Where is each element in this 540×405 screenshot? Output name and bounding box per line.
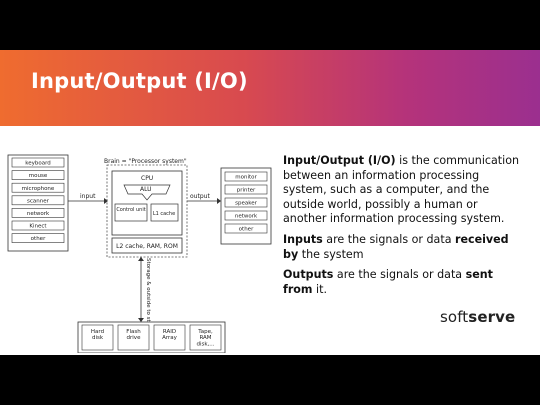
slide: Input/Output (I/O) keyboard mouse micropho… <box>0 50 540 355</box>
input-device-label: scanner <box>27 198 50 204</box>
output-device-label: monitor <box>235 175 257 181</box>
brain-label: Brain = "Processor system" <box>104 158 187 165</box>
control-unit-label: Control unit <box>116 207 145 213</box>
storage-device-box <box>117 324 150 351</box>
output-device-label: network <box>235 214 258 220</box>
cpu-label: CPU <box>141 175 153 182</box>
alu-shape <box>123 184 171 201</box>
description: Input/Output (I/O) is the communication … <box>283 154 523 303</box>
input-device-box <box>11 233 65 243</box>
storage-device-box <box>153 324 186 351</box>
brain-box <box>106 164 188 258</box>
softserve-logo: softserve <box>440 308 516 326</box>
input-device-label: Kinect <box>29 224 47 230</box>
control-unit-box <box>114 203 148 222</box>
slide-title: Input/Output (I/O) <box>31 69 248 93</box>
io-definition: Input/Output (I/O) is the communication … <box>283 154 520 226</box>
outputs-definition: Outputs are the signals or data sent fro… <box>283 268 493 296</box>
input-device-box <box>11 208 65 218</box>
input-device-box <box>11 157 65 168</box>
cpu-box <box>111 170 183 236</box>
memory-label: L2 cache, RAM, ROM <box>116 243 178 250</box>
output-device-box <box>224 184 268 195</box>
memory-box <box>111 237 183 254</box>
input-device-label: network <box>27 211 50 217</box>
input-device-label: microphone <box>22 186 55 192</box>
output-device-label: printer <box>237 188 256 194</box>
l1-cache-label: L1 cache <box>153 211 175 217</box>
input-device-label: other <box>31 236 46 242</box>
input-device-label: mouse <box>29 173 48 179</box>
storage-arrow-label: Storage & outside to storage <box>145 258 151 338</box>
storage-device-box <box>81 324 114 351</box>
output-device-box <box>224 197 268 208</box>
inputs-definition: Inputs are the signals or data received … <box>283 232 509 261</box>
output-arrow-label: output <box>190 193 210 200</box>
output-device-box <box>224 210 268 221</box>
input-device-box <box>11 182 65 193</box>
output-device-box <box>224 171 268 182</box>
title-banner: Input/Output (I/O) <box>0 50 540 126</box>
output-device-box <box>224 223 268 234</box>
input-arrow-label: input <box>80 193 96 200</box>
storage-device-box <box>189 324 222 351</box>
input-device-label: keyboard <box>25 161 51 167</box>
l1-cache-box <box>150 203 179 222</box>
alu-label: ALU <box>140 186 152 193</box>
input-device-box <box>11 195 65 206</box>
output-device-label: speaker <box>235 201 257 207</box>
input-device-box <box>11 170 65 180</box>
input-device-box <box>11 220 65 231</box>
output-device-label: other <box>239 227 254 233</box>
